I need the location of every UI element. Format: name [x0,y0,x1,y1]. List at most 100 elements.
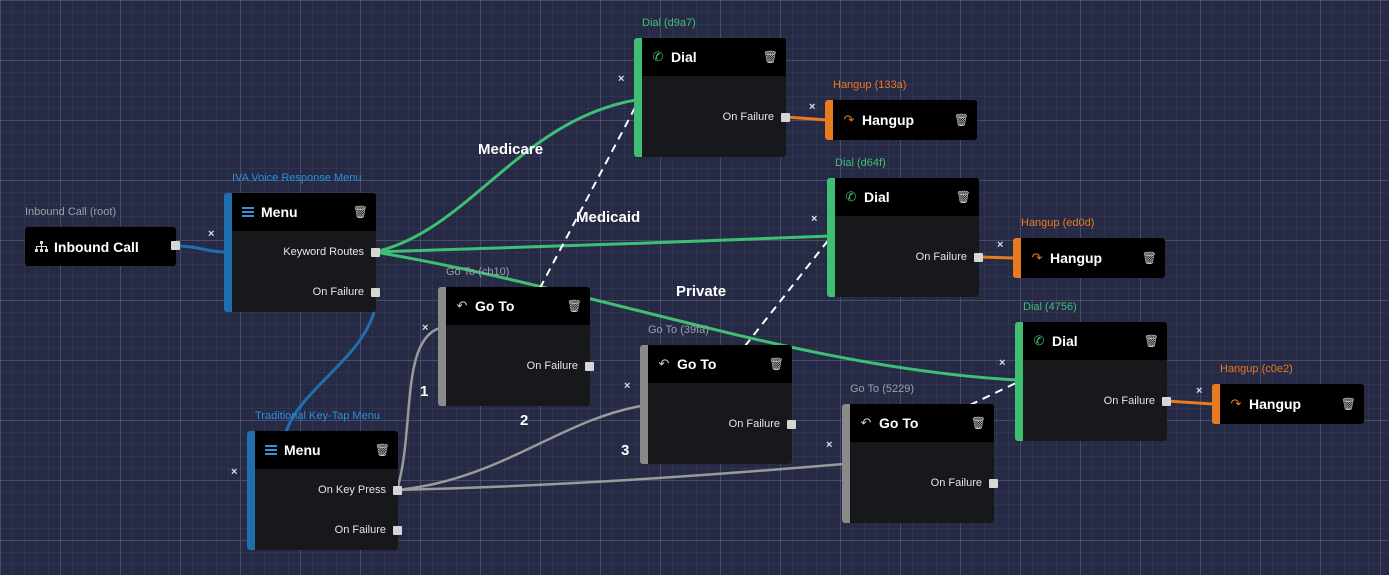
edge-medicare[interactable] [374,98,637,254]
hangup-c0e2-node[interactable]: Hangup (c0e2) × ↷ Hangup 🗑 [1196,363,1364,424]
port-on-failure[interactable]: On Failure [723,111,790,123]
port-on-failure[interactable]: On Failure [1103,395,1171,407]
node-title: Dial [671,49,697,65]
output-port[interactable] [393,525,402,535]
edge-key-2[interactable] [396,404,642,492]
sitemap-icon [33,241,49,252]
port-on-failure[interactable]: On Failure [728,418,796,430]
goto-icon: ↶ [456,298,468,313]
port-label: On Key Press [318,484,386,496]
trash-icon[interactable]: 🗑 [970,416,986,430]
port-label: Keyword Routes [283,246,364,258]
port-label: On Failure [930,477,982,489]
output-port[interactable] [787,419,796,429]
input-connector[interactable]: × [811,213,818,225]
port-on-failure[interactable]: On Failure [930,477,998,489]
edge-label-key-3: 3 [621,442,630,459]
node-caption: Hangup (c0e2) [1220,363,1293,375]
trash-icon[interactable]: 🗑 [374,443,390,457]
trash-icon[interactable]: 🗑 [566,299,582,313]
hangup-133a-node[interactable]: Hangup (133a) × ↷ Hangup 🗑 [809,79,977,140]
port-on-failure[interactable]: On Failure [915,251,983,263]
edge-medicaid[interactable] [374,234,831,254]
hangup-ed0d-node[interactable]: Hangup (ed0d) × ↷ Hangup 🗑 [997,217,1165,278]
goto-5229-node[interactable]: Go To (5229) × ↶ Go To 🗑 On Failure [826,383,998,523]
edge-goto-5229-ref[interactable] [969,381,1019,406]
goto-cb10-node[interactable]: Go To (cb10) × ↶ Go To 🗑 On Failure [422,266,594,406]
port-keyword-routes[interactable]: Keyword Routes [283,246,380,258]
goto-39fa-node[interactable]: Go To (39fa) × ↶ Go To 🗑 On Failure [624,324,796,464]
edge-label-medicaid: Medicaid [576,209,641,226]
input-connector[interactable]: × [809,101,816,113]
input-connector[interactable]: × [422,322,429,334]
input-connector[interactable]: × [997,239,1004,251]
port-on-failure[interactable]: On Failure [527,360,594,372]
edge-goto-39fa-ref[interactable] [744,237,831,347]
phone-icon: ✆ [845,189,857,204]
trash-icon[interactable]: 🗑 [955,190,971,204]
output-port[interactable] [371,247,380,257]
edge-key-1[interactable] [395,326,441,491]
edge-dial-d9a7-to-hangup[interactable] [785,115,828,122]
edge-root-to-iva-menu[interactable] [175,244,227,254]
trash-icon[interactable]: 🗑 [1141,251,1157,265]
edge-label-key-2: 2 [520,412,529,429]
trash-icon[interactable]: 🗑 [953,113,969,127]
inbound-call-node[interactable]: Inbound Call (root) Inbound Call [25,206,180,266]
node-caption: Hangup (ed0d) [1021,217,1095,229]
port-on-failure[interactable]: On Failure [334,524,402,536]
edge-goto-cb10-ref[interactable] [539,101,639,289]
dial-d9a7-node[interactable]: Dial (d9a7) × ✆ Dial 🗑 On Failure [618,17,790,157]
edge-dial-d64f-to-hangup[interactable] [978,255,1015,260]
node-title: Menu [261,204,298,220]
node-caption: Dial (4756) [1023,301,1077,313]
iva-voice-response-menu-node[interactable]: IVA Voice Response Menu × Menu 🗑 Keyword… [208,172,380,312]
output-port[interactable] [1162,396,1171,406]
input-connector[interactable]: × [208,228,215,240]
output-port[interactable] [781,112,790,122]
output-port[interactable] [585,361,594,371]
output-port[interactable] [393,485,402,495]
traditional-key-tap-menu-node[interactable]: Traditional Key-Tap Menu × Menu 🗑 On Key… [231,410,402,550]
input-connector[interactable]: × [999,357,1006,369]
edge-iva-failure-to-keytap-menu[interactable] [284,311,376,433]
trash-icon[interactable]: 🗑 [762,50,778,64]
node-caption: Go To (cb10) [446,266,510,278]
hangup-icon: ↷ [843,112,855,127]
port-label: On Failure [334,524,386,536]
port-on-failure[interactable]: On Failure [313,286,380,298]
trash-icon[interactable]: 🗑 [768,357,784,371]
output-port[interactable] [371,287,380,297]
port-label: On Failure [915,251,967,263]
edge-private[interactable] [374,250,1018,382]
trash-icon[interactable]: 🗑 [1340,397,1356,411]
input-connector[interactable]: × [618,73,625,85]
node-title: Go To [475,298,515,314]
port-label: On Failure [728,418,780,430]
node-title: Hangup [862,112,915,128]
node-caption: IVA Voice Response Menu [232,172,362,184]
input-connector[interactable]: × [624,380,631,392]
node-title: Inbound Call [54,238,139,255]
dial-d64f-node[interactable]: Dial (d64f) × ✆ Dial 🗑 On Failure [811,157,983,297]
menu-icon [263,445,279,455]
port-on-key-press[interactable]: On Key Press [318,484,402,496]
edge-key-3[interactable] [396,462,845,492]
phone-icon: ✆ [1033,333,1045,348]
trash-icon[interactable]: 🗑 [1143,334,1159,348]
port-label: On Failure [1103,395,1155,407]
edge-label-medicare: Medicare [478,141,544,158]
output-port[interactable] [989,478,998,488]
trash-icon[interactable]: 🗑 [352,205,368,219]
edge-dial-4756-to-hangup[interactable] [1165,399,1214,406]
node-caption: Go To (39fa) [648,324,709,336]
dial-4756-node[interactable]: Dial (4756) × ✆ Dial 🗑 On Failure [999,301,1171,441]
menu-icon [240,207,256,217]
node-title: Go To [879,415,919,431]
output-port[interactable] [171,241,180,250]
input-connector[interactable]: × [231,466,238,478]
goto-icon: ↶ [860,415,872,430]
output-port[interactable] [974,252,983,262]
input-connector[interactable]: × [826,439,833,451]
input-connector[interactable]: × [1196,385,1203,397]
